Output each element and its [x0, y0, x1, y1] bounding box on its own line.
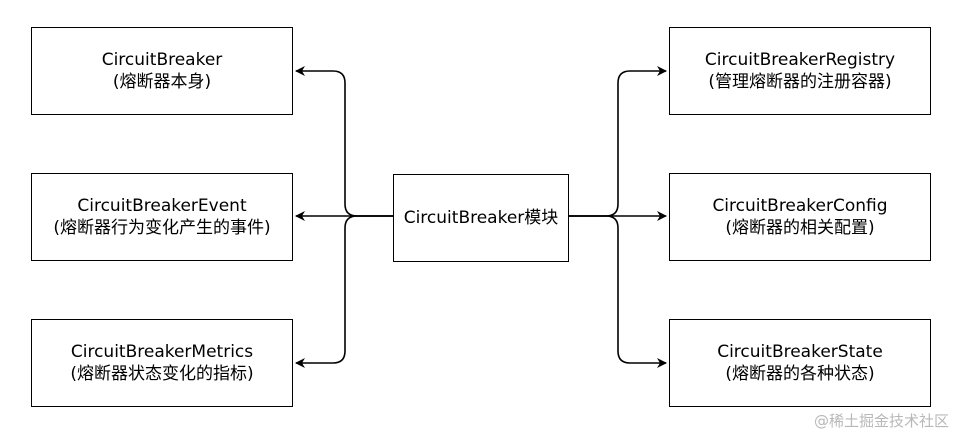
circuit-breaker-metrics-box: CircuitBreakerMetrics (熔断器状态变化的指标): [31, 319, 293, 407]
circuit-breaker-metrics-desc: (熔断器状态变化的指标): [70, 364, 254, 384]
connector-to-circuit-breaker: [295, 66, 393, 217]
circuit-breaker-registry-title: CircuitBreakerRegistry: [704, 50, 896, 70]
watermark-text: @稀土掘金技术社区: [813, 412, 949, 430]
circuit-breaker-state-box: CircuitBreakerState (熔断器的各种状态): [669, 319, 931, 407]
connector-to-circuit-breaker-state: [569, 215, 667, 368]
circuit-breaker-module-label: CircuitBreaker模块: [403, 208, 559, 228]
circuit-breaker-config-box: CircuitBreakerConfig (熔断器的相关配置): [669, 173, 931, 261]
connector-to-circuit-breaker-registry: [569, 66, 667, 217]
circuit-breaker-box: CircuitBreaker (熔断器本身): [31, 27, 293, 115]
circuit-breaker-registry-desc: (管理熔断器的注册容器): [708, 72, 892, 92]
circuit-breaker-desc: (熔断器本身): [112, 72, 212, 92]
circuit-breaker-event-title: CircuitBreakerEvent: [77, 196, 247, 216]
circuit-breaker-state-desc: (熔断器的各种状态): [725, 364, 875, 384]
circuit-breaker-config-title: CircuitBreakerConfig: [712, 196, 888, 216]
circuit-breaker-registry-box: CircuitBreakerRegistry (管理熔断器的注册容器): [669, 27, 931, 115]
circuit-breaker-state-title: CircuitBreakerState: [717, 342, 883, 362]
circuit-breaker-config-desc: (熔断器的相关配置): [725, 218, 875, 238]
circuit-breaker-event-desc: (熔断器行为变化产生的事件): [53, 218, 271, 238]
circuit-breaker-event-box: CircuitBreakerEvent (熔断器行为变化产生的事件): [31, 173, 293, 261]
circuit-breaker-module-box: CircuitBreaker模块: [393, 174, 569, 262]
connector-to-circuit-breaker-metrics: [295, 215, 393, 368]
circuit-breaker-metrics-title: CircuitBreakerMetrics: [70, 342, 254, 362]
circuit-breaker-title: CircuitBreaker: [101, 50, 223, 70]
